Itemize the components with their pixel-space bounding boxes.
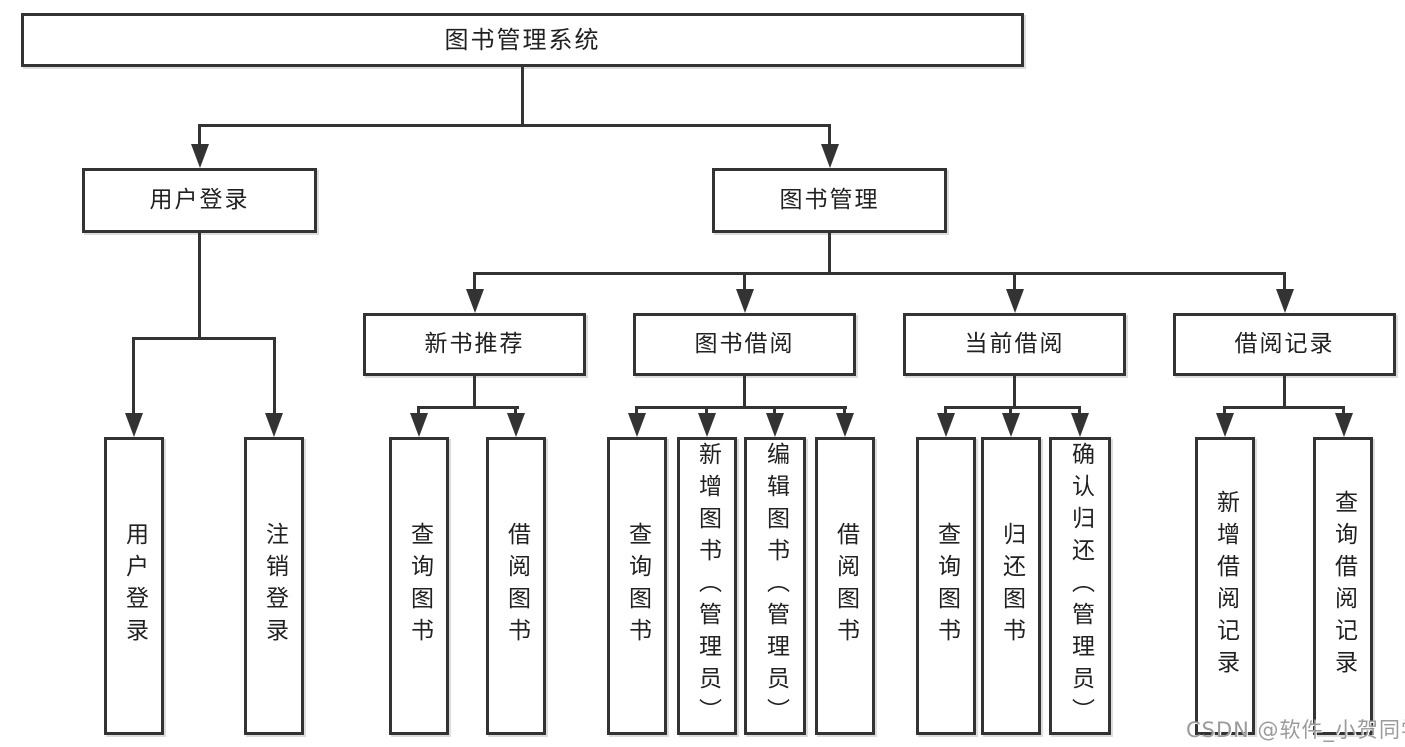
leaf-label: 借阅图书 [503, 522, 530, 650]
leaf-query-books-current: 查询图书 [916, 437, 976, 735]
connector-arrow-shaft [198, 124, 201, 146]
connector-arrow-shaft [417, 406, 420, 417]
leaf-logout: 注销登录 [244, 437, 304, 735]
connector-group-stem [473, 376, 476, 409]
connector-root-stem [521, 67, 524, 124]
connector-arrowhead [766, 413, 784, 437]
node-new-book-recommendation: 新书推荐 [363, 313, 586, 376]
connector-arrow-shaft [944, 406, 947, 417]
connector-user-stem [198, 233, 201, 337]
node-current-borrowing: 当前借阅 [903, 313, 1126, 376]
leaf-confirm-return-admin: 确认归还（管理员） [1049, 437, 1111, 735]
connector-group-rail [635, 406, 847, 409]
connector-arrowhead [410, 413, 428, 437]
connector-arrowhead [736, 289, 754, 313]
leaf-label: 编辑图书（管理员） [762, 442, 789, 730]
connector-arrowhead [1071, 413, 1089, 437]
leaf-label: 新增借阅记录 [1212, 490, 1239, 682]
connector-arrowhead [1276, 289, 1294, 313]
connector-arrow-shaft [1013, 272, 1016, 291]
leaf-label: 查询图书 [624, 522, 651, 650]
leaf-label: 查询图书 [933, 522, 960, 650]
leaf-add-books-admin: 新增图书（管理员） [677, 437, 737, 735]
leaf-edit-books-admin: 编辑图书（管理员） [744, 437, 806, 735]
leaf-label: 借阅图书 [832, 522, 859, 650]
node-borrowing-records: 借阅记录 [1173, 313, 1396, 376]
connector-arrowhead [1002, 413, 1020, 437]
node-label: 新书推荐 [424, 331, 525, 357]
connector-arrowhead [125, 413, 143, 437]
leaf-add-borrow-record: 新增借阅记录 [1195, 437, 1255, 735]
node-label: 借阅记录 [1234, 331, 1335, 357]
node-label: 当前借阅 [964, 331, 1065, 357]
node-label: 图书借阅 [694, 331, 795, 357]
node-library-management-system: 图书管理系统 [21, 13, 1024, 67]
leaf-user-login: 用户登录 [104, 437, 164, 735]
leaf-return-books: 归还图书 [981, 437, 1041, 735]
node-user-login: 用户登录 [82, 168, 317, 233]
connector-arrowhead [191, 144, 209, 168]
connector-mgmt-stem [828, 233, 831, 272]
connector-group-rail [944, 406, 1081, 409]
node-label: 图书管理 [779, 187, 880, 213]
connector-arrowhead [821, 144, 839, 168]
connector-group-stem [1013, 376, 1016, 409]
connector-group-stem [1283, 376, 1286, 409]
leaf-label: 查询图书 [406, 522, 433, 650]
connector-arrow-shaft [132, 337, 135, 415]
leaf-label: 查询借阅记录 [1330, 490, 1357, 682]
leaf-label: 用户登录 [121, 522, 148, 650]
leaf-label: 确认归还（管理员） [1067, 442, 1094, 730]
connector-arrow-shaft [1078, 406, 1081, 417]
connector-arrowhead [265, 413, 283, 437]
connector-arrowhead [836, 413, 854, 437]
connector-arrow-shaft [273, 337, 276, 415]
leaf-label: 归还图书 [998, 522, 1025, 650]
connector-arrow-shaft [473, 272, 476, 291]
connector-arrow-shaft [635, 406, 638, 417]
connector-group-rail [1223, 406, 1345, 409]
node-label: 图书管理系统 [444, 26, 601, 54]
connector-arrow-shaft [1009, 406, 1012, 417]
connector-arrowhead [1335, 413, 1353, 437]
connector-arrow-shaft [828, 124, 831, 146]
connector-arrow-shaft [1283, 272, 1286, 291]
node-book-management: 图书管理 [712, 168, 947, 233]
leaf-borrow-books-recommend: 借阅图书 [486, 437, 546, 735]
node-book-borrowing: 图书借阅 [633, 313, 856, 376]
connector-arrowhead [507, 413, 525, 437]
csdn-watermark: CSDN @软件_小贺同学 [1186, 718, 1405, 742]
connector-arrow-shaft [514, 406, 517, 417]
leaf-query-books-borrow: 查询图书 [607, 437, 667, 735]
connector-arrowhead [1006, 289, 1024, 313]
connector-arrowhead [698, 413, 716, 437]
leaf-query-books-recommend: 查询图书 [389, 437, 449, 735]
connector-arrowhead [628, 413, 646, 437]
leaf-query-borrow-record: 查询借阅记录 [1313, 437, 1373, 735]
leaf-label: 新增图书（管理员） [694, 442, 721, 730]
connector-arrow-shaft [743, 272, 746, 291]
connector-arrow-shaft [1223, 406, 1226, 417]
connector-level2-rail [198, 124, 831, 127]
node-label: 用户登录 [149, 187, 250, 213]
leaf-borrow-books: 借阅图书 [815, 437, 875, 735]
connector-arrow-shaft [1342, 406, 1345, 417]
leaf-label: 注销登录 [261, 522, 288, 650]
connector-arrow-shaft [705, 406, 708, 417]
connector-arrow-shaft [843, 406, 846, 417]
connector-group-rail [417, 406, 519, 409]
connector-arrowhead [937, 413, 955, 437]
connector-group-stem [743, 376, 746, 409]
connector-arrowhead [466, 289, 484, 313]
connector-level3-rail [473, 272, 1286, 275]
connector-arrowhead [1216, 413, 1234, 437]
connector-user-rail [132, 337, 276, 340]
connector-arrow-shaft [773, 406, 776, 417]
